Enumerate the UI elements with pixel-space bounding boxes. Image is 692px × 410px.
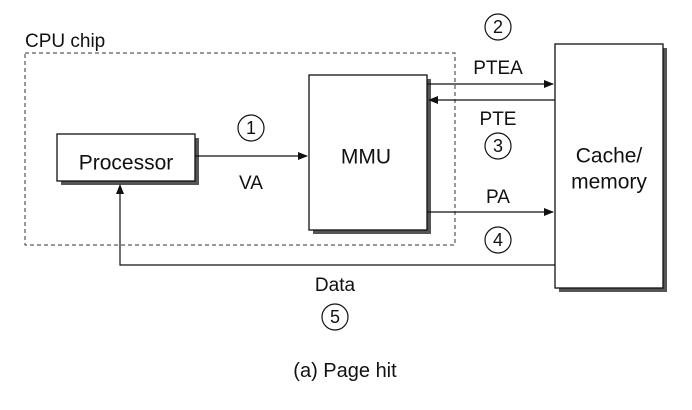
pa-label: PA bbox=[486, 187, 510, 208]
processor-label: Processor bbox=[79, 152, 174, 175]
ptea-label: PTEA bbox=[473, 58, 523, 79]
cache-memory-label-line2: memory bbox=[571, 171, 647, 194]
cpu-chip-label: CPU chip bbox=[25, 31, 105, 52]
processor-block: Processor bbox=[56, 133, 199, 185]
step-4-badge: 4 bbox=[484, 226, 512, 254]
va-label: VA bbox=[239, 173, 263, 194]
svg-text:1: 1 bbox=[246, 118, 256, 138]
step-5-badge: 5 bbox=[321, 303, 349, 331]
step-2-badge: 2 bbox=[484, 13, 512, 41]
step-3-badge: 3 bbox=[484, 132, 512, 160]
figure-caption: (a) Page hit bbox=[293, 360, 397, 382]
svg-text:5: 5 bbox=[330, 307, 340, 327]
svg-text:4: 4 bbox=[493, 230, 503, 250]
svg-text:3: 3 bbox=[493, 136, 503, 156]
mmu-label: MMU bbox=[341, 146, 391, 169]
cache-memory-block: Cache/ memory bbox=[554, 43, 667, 292]
data-label: Data bbox=[315, 275, 356, 296]
svg-text:2: 2 bbox=[493, 17, 503, 37]
mmu-block: MMU bbox=[308, 74, 431, 234]
cache-memory-label-line1: Cache/ bbox=[576, 145, 643, 168]
cpu-chip-boundary bbox=[24, 52, 456, 246]
data-arrow bbox=[116, 184, 555, 266]
step-1-badge: 1 bbox=[237, 114, 265, 142]
pte-label: PTE bbox=[480, 109, 517, 130]
